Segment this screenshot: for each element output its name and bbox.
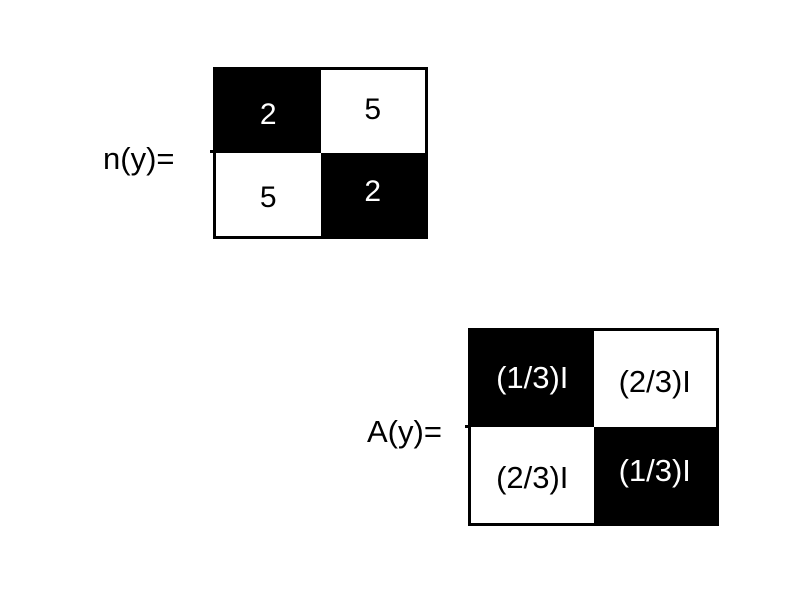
a-matrix-cell-r1c1: (1/3)I <box>471 331 594 427</box>
a-matrix-cell-r2c1: (2/3)I <box>471 427 594 523</box>
n-matrix-cell-r1c2: 5 <box>320 70 425 153</box>
a-matrix-cell-r1c2: (2/3)I <box>593 331 716 427</box>
n-matrix-cell-r1c1: 2 <box>216 70 321 153</box>
a-equation-label: A(y)= <box>367 414 442 449</box>
n-matrix: 2 5 5 2 <box>213 67 428 239</box>
n-matrix-cell-r2c1: 5 <box>216 153 321 236</box>
a-matrix-cell-r2c2: (1/3)I <box>593 427 716 523</box>
n-equation-label: n(y)= <box>103 141 175 176</box>
n-matrix-cell-r2c2: 2 <box>320 153 425 236</box>
a-matrix: (1/3)I (2/3)I (2/3)I (1/3)I <box>468 328 719 526</box>
